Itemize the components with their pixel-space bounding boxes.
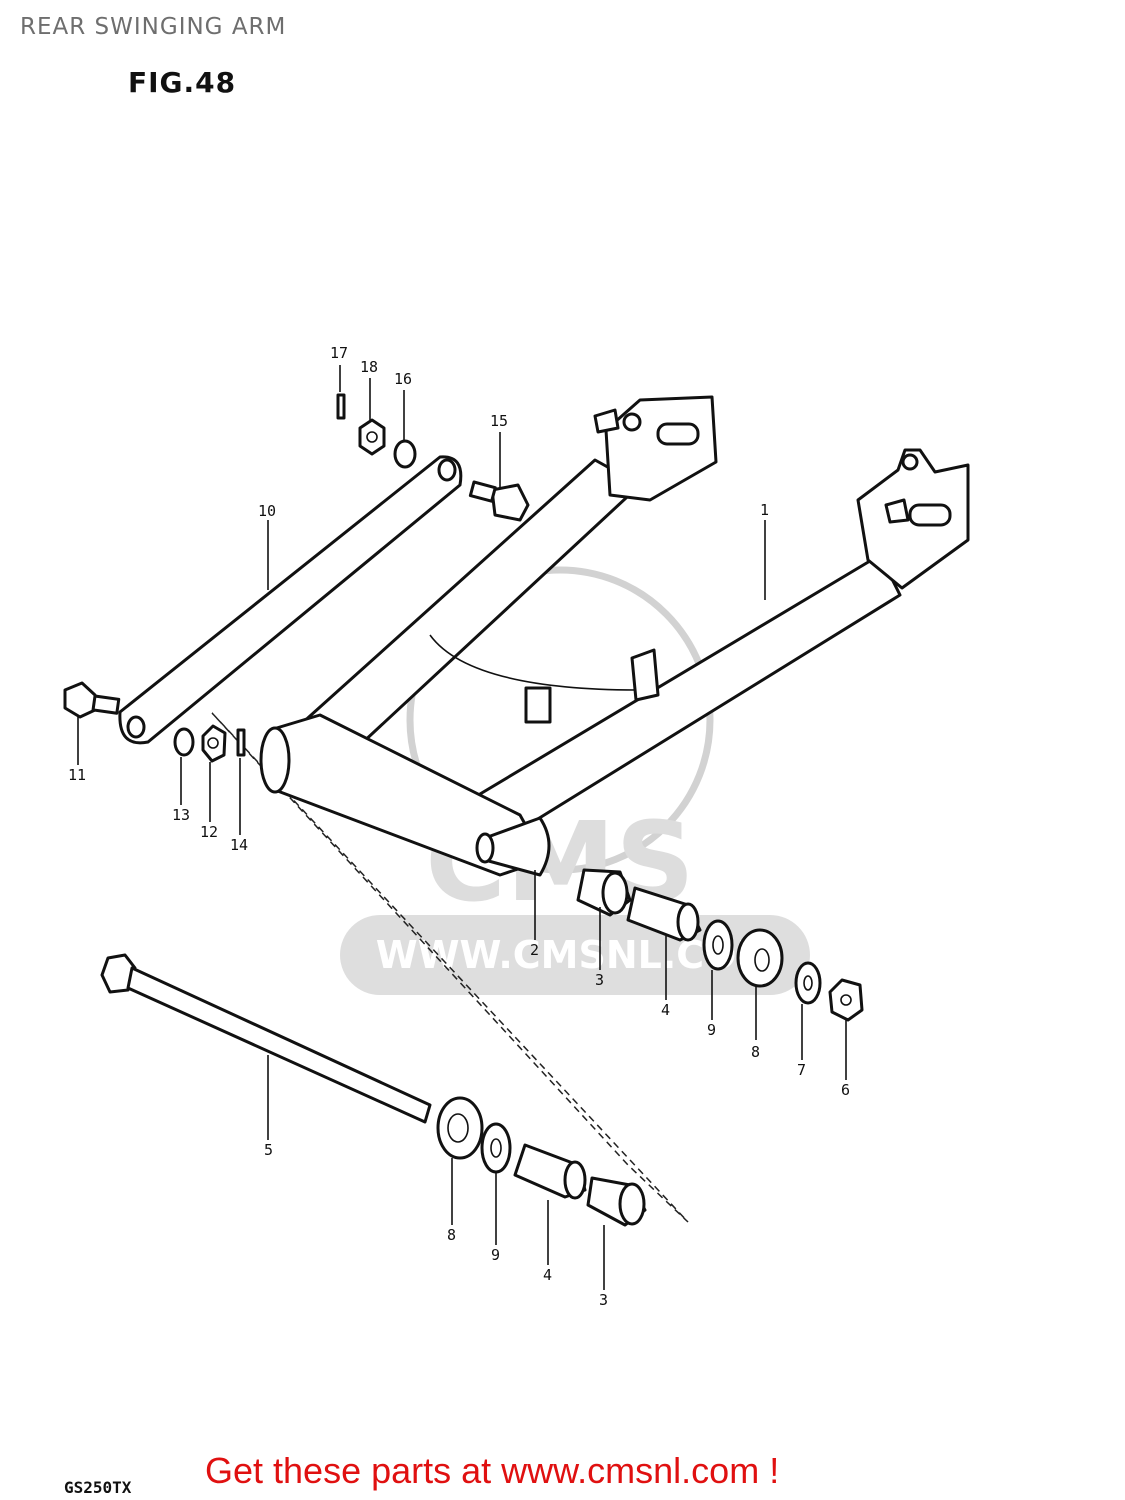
callout-8-upper: 8 — [751, 1043, 760, 1061]
callout-16: 16 — [394, 370, 412, 388]
spacer-4-lower-part[interactable] — [513, 1143, 587, 1200]
assembly-guide-line — [211, 712, 689, 1223]
callout-11: 11 — [68, 766, 86, 784]
page-title: REAR SWINGING ARM — [20, 14, 287, 40]
callout-4-upper: 4 — [661, 1001, 670, 1019]
callout-3-upper: 3 — [595, 971, 604, 989]
washer-9-lower-part[interactable] — [480, 1122, 512, 1174]
callout-5: 5 — [264, 1141, 273, 1159]
nut-6-part[interactable] — [828, 978, 864, 1022]
washer-7-part[interactable] — [794, 961, 822, 1005]
callout-18: 18 — [360, 358, 378, 376]
pivot-shaft-5-part[interactable] — [100, 953, 432, 1124]
callout-2: 2 — [530, 941, 539, 959]
callout-9-lower: 9 — [491, 1246, 500, 1264]
seal-8-lower-part[interactable] — [436, 1096, 484, 1160]
model-code: GS250TX — [64, 1478, 132, 1497]
cta-link[interactable]: Get these parts at www.cmsnl.com ! — [205, 1450, 780, 1491]
spacer-4-upper-part[interactable] — [626, 886, 702, 942]
callout-17: 17 — [330, 344, 348, 362]
bolt-11-part[interactable] — [63, 681, 121, 719]
callout-13: 13 — [172, 806, 190, 824]
washer-13-part[interactable] — [173, 727, 195, 757]
callout-4-lower: 4 — [543, 1266, 552, 1284]
figure-number: FIG.48 — [128, 66, 237, 99]
torque-link-part[interactable] — [118, 455, 463, 745]
washer-9-upper-part[interactable] — [702, 919, 734, 971]
callout-14: 14 — [230, 836, 248, 854]
nut-18-part[interactable] — [358, 418, 386, 456]
bearing-3-upper-part[interactable] — [576, 868, 632, 917]
nut-12-part[interactable] — [201, 724, 227, 763]
callout-6: 6 — [841, 1081, 850, 1099]
bearing-3-lower-part[interactable] — [586, 1176, 647, 1227]
callout-12: 12 — [200, 823, 218, 841]
washer-16-part[interactable] — [393, 439, 417, 469]
callout-8-lower: 8 — [447, 1226, 456, 1244]
callout-9-upper: 9 — [707, 1021, 716, 1039]
cotter-pin-17-part[interactable] — [336, 393, 346, 420]
seal-8-upper-part[interactable] — [736, 928, 784, 988]
callout-10: 10 — [258, 502, 276, 520]
callout-1: 1 — [760, 501, 769, 519]
callout-labels: 17 18 16 15 10 1 11 13 12 14 2 3 4 9 8 7… — [68, 344, 850, 1309]
leader-lines — [77, 365, 847, 1290]
swinging-arm-part[interactable] — [259, 395, 970, 877]
callout-7: 7 — [797, 1061, 806, 1079]
bolt-15-part[interactable] — [468, 480, 530, 522]
callout-15: 15 — [490, 412, 508, 430]
callout-3-lower: 3 — [599, 1291, 608, 1309]
cotter-pin-14-part[interactable] — [236, 728, 246, 757]
